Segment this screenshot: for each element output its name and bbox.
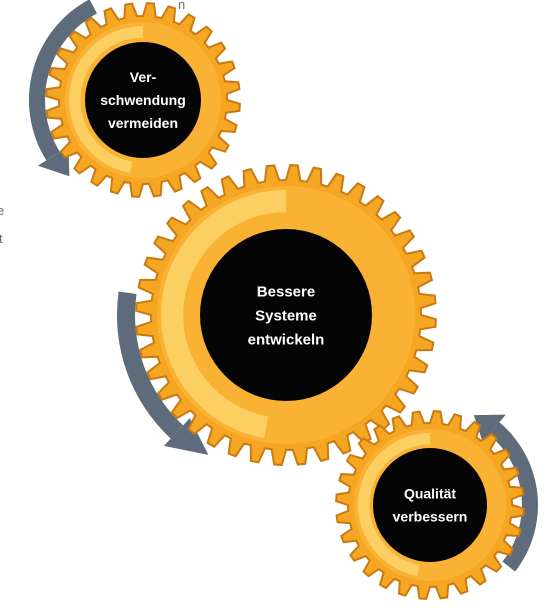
gear-hub — [373, 448, 487, 562]
gear-bottom: Qualität verbessern — [335, 410, 525, 600]
gear-hub — [200, 229, 372, 401]
gear-highlight — [68, 25, 143, 173]
arrow-bottom-right — [473, 414, 538, 572]
gear-top-label-line: schwendung — [100, 92, 186, 108]
gear-hub — [85, 42, 201, 158]
gear-middle-label-line: Systeme — [255, 307, 317, 324]
gear-bottom-label-line: verbessern — [393, 508, 468, 524]
gear-top-label-line: vermeiden — [108, 115, 178, 131]
gear-highlight — [358, 433, 430, 576]
gear-top-label-line: Ver- — [130, 69, 157, 85]
gear-top: Ver-schwendung vermeiden — [45, 2, 241, 198]
gear-highlight — [161, 190, 286, 439]
gear-middle-label-line: entwickeln — [248, 331, 325, 348]
gear-middle-label-line: Bessere — [257, 283, 315, 300]
cut-off-text-fragment: t — [0, 231, 3, 246]
gear-bottom-label-line: Qualität — [404, 485, 456, 501]
arrow-middle-left — [116, 291, 209, 455]
cut-off-text-fragment: e — [0, 203, 5, 218]
cut-off-text-fragment: n — [178, 0, 186, 12]
